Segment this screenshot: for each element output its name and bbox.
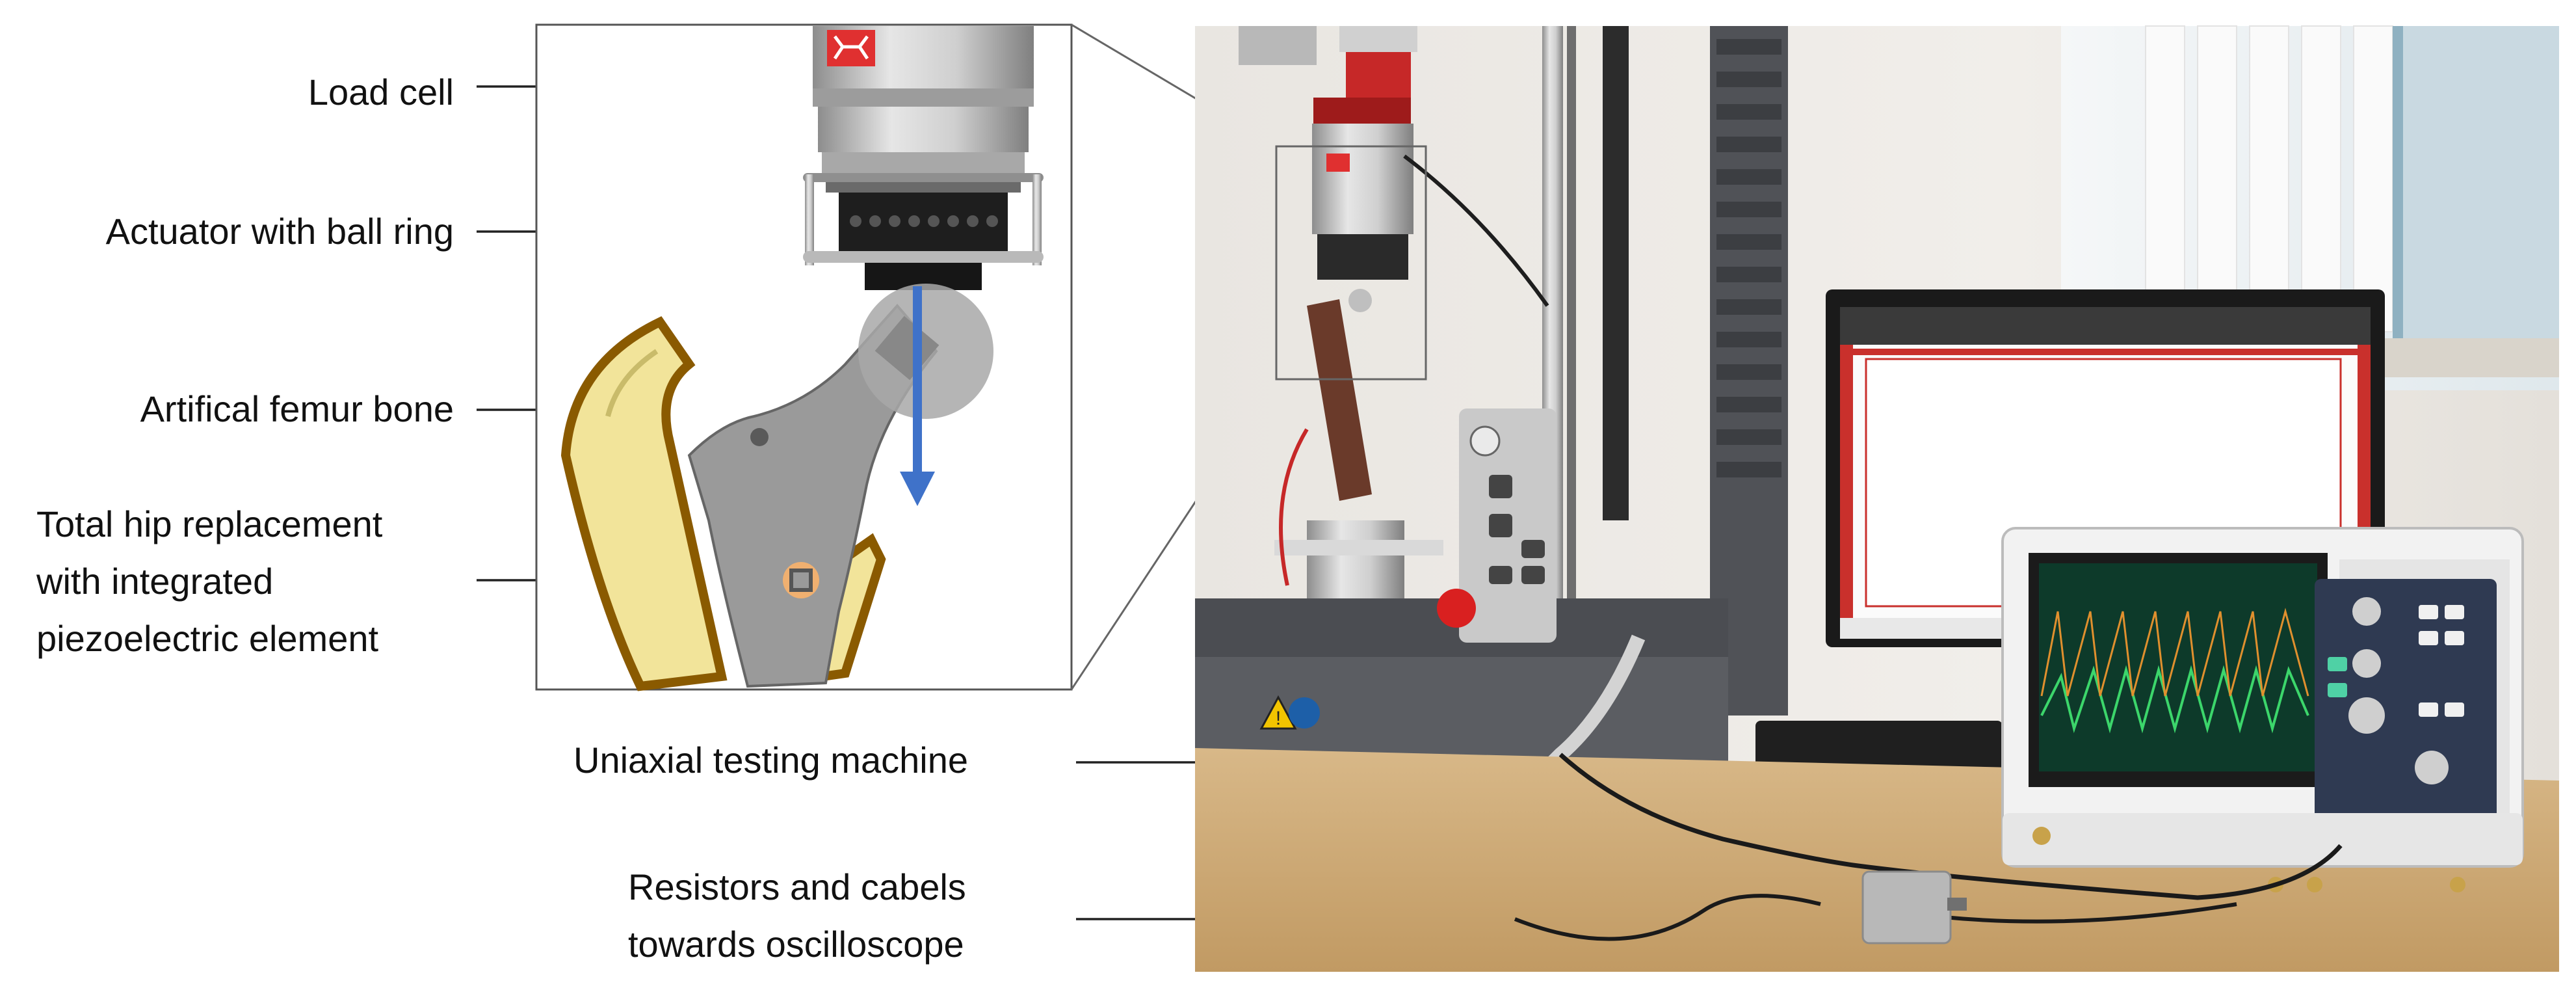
label-femur: Artifical femur bone (140, 388, 454, 429)
label-hip-line2: with integrated (36, 561, 274, 602)
label-resistors-line1: Resistors and cabels (628, 866, 966, 907)
hip-implant (687, 284, 993, 688)
label-hip-line3: piezoelectric element (36, 618, 379, 659)
photo-panel: ! (1195, 25, 2559, 972)
svg-text:!: ! (1276, 708, 1281, 729)
piezo-element (783, 562, 819, 598)
label-load-cell: Load cell (308, 72, 454, 113)
down-arrow-icon (900, 286, 935, 506)
label-resistors-line2: towards oscilloscope (628, 924, 964, 965)
label-actuator: Actuator with ball ring (105, 211, 454, 252)
oscilloscope (2001, 527, 2524, 892)
window (2061, 25, 2559, 390)
resistor-box (1514, 753, 2343, 944)
photo-zoom-box (1275, 145, 1427, 381)
warning-triangle-icon: ! (1259, 695, 1297, 730)
inset-panel (535, 23, 1073, 691)
manufacturer-logo-icon (827, 30, 875, 66)
keyboard (1755, 721, 2003, 773)
load-cell (813, 26, 1034, 176)
testing-machine: ! (1195, 26, 1788, 829)
label-hip-line1: Total hip replacement (36, 503, 383, 544)
actuator-ball-ring (803, 173, 1044, 290)
label-machine: Uniaxial testing machine (573, 740, 968, 781)
